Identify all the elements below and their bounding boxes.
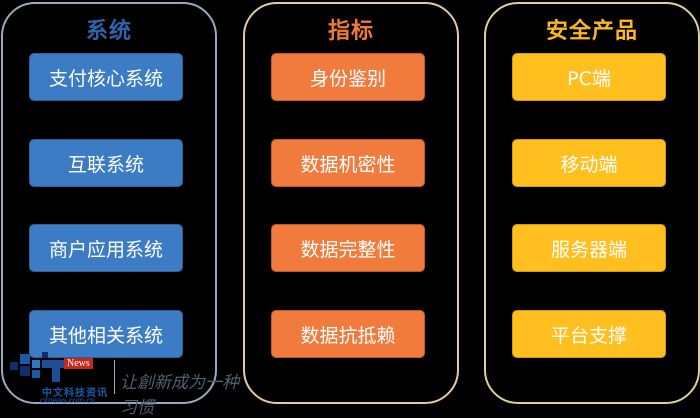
product-item-server: 服务器端 [512,224,666,272]
watermark-url: citnews.com.cn [40,396,95,405]
watermark-slogan: 让創新成为一种习惯 [120,373,239,418]
system-item-other: 其他相关系统 [29,310,183,358]
system-item-interconnect: 互联系统 [29,139,183,187]
metrics-title: 指标 [327,19,374,44]
security-products-title: 安全产品 [545,19,638,44]
product-item-pc: PC端 [512,53,666,101]
watermark-site-name: 中文科技资讯 [42,388,108,399]
metric-item-confidentiality: 数据机密性 [271,139,425,187]
system-item-payment-core: 支付核心系统 [29,53,183,101]
metric-item-integrity: 数据完整性 [271,224,425,272]
system-item-merchant-app: 商户应用系统 [29,224,183,272]
systems-panel: 系统 支付核心系统 互联系统 商户应用系统 其他相关系统 [1,2,217,404]
security-products-panel: 安全产品 PC端 移动端 服务器端 平台支撑 [484,2,700,404]
product-item-mobile: 移动端 [512,139,666,187]
watermark: News 中文科技资讯 citnews.com.cn 让創新成为一种习惯 [2,346,252,418]
metric-item-identity: 身份鉴别 [271,53,425,101]
news-badge: News [64,358,93,369]
watermark-divider [114,360,115,394]
metric-item-non-repudiation: 数据抗抵赖 [271,310,425,358]
product-item-platform: 平台支撑 [512,310,666,358]
citnews-logo-icon [10,352,70,382]
systems-title: 系统 [85,19,132,44]
metrics-panel: 指标 身份鉴别 数据机密性 数据完整性 数据抗抵赖 [243,2,459,404]
